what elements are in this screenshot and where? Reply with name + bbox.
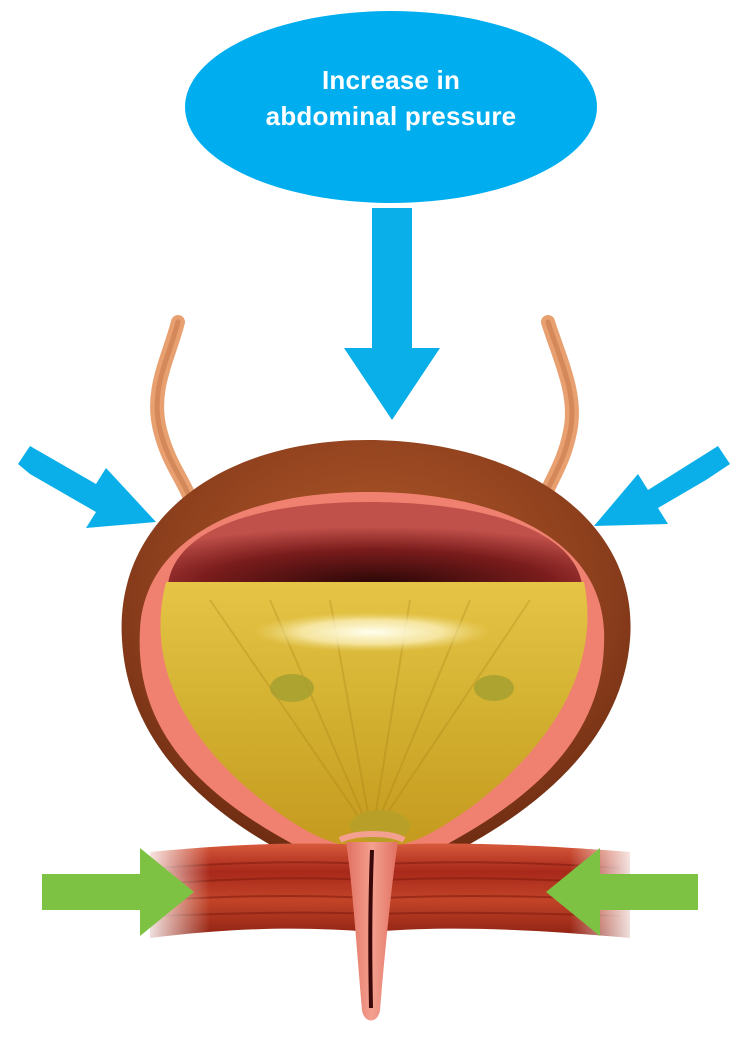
arrow-right-down-icon: [18, 446, 156, 528]
ureter-opening-right: [474, 675, 514, 701]
callout-line-2: abdominal pressure: [186, 98, 596, 134]
ureter-opening-left: [270, 674, 314, 702]
callout-text: Increase in abdominal pressure: [186, 62, 596, 134]
arrow-left-down-icon: [594, 446, 730, 526]
urine-highlight: [252, 612, 492, 652]
callout-line-1: Increase in: [186, 62, 596, 98]
arrow-down-icon: [344, 208, 440, 420]
